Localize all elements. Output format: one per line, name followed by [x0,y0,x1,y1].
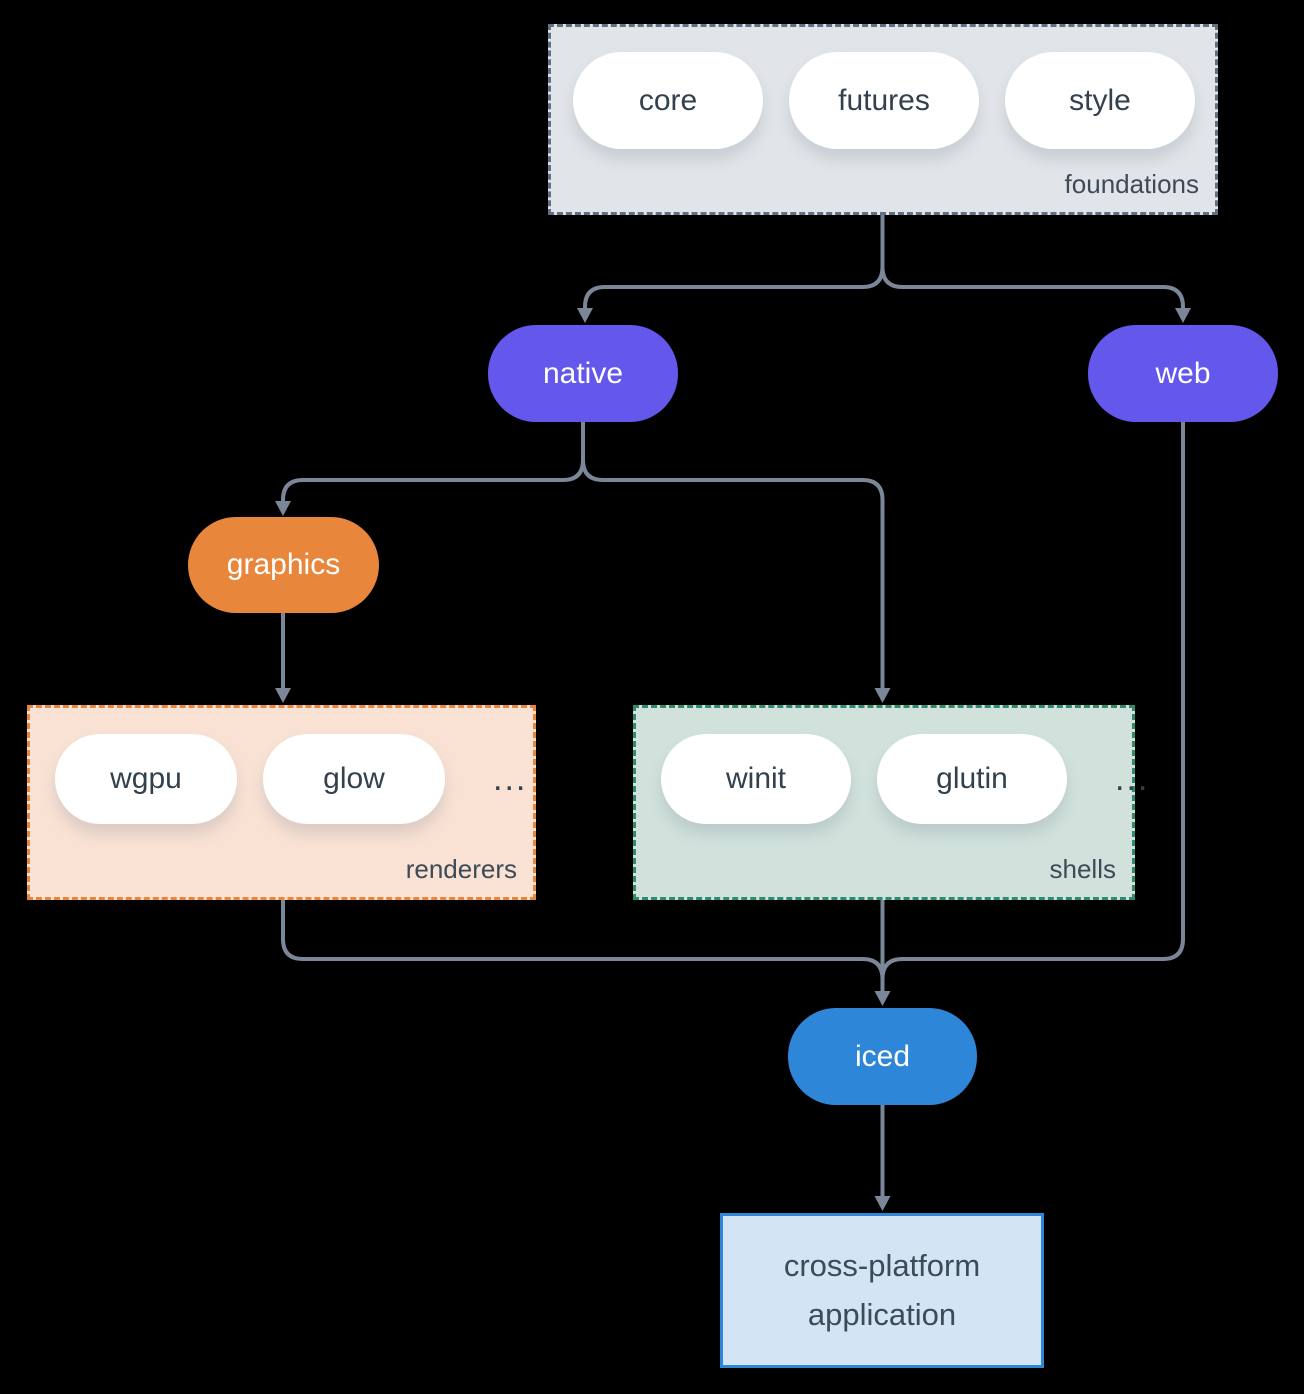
renderers-ellipsis: ... [493,759,528,798]
node-iced: iced [788,1008,977,1105]
connector-foundations-web [880,215,1185,310]
shells-group-box: winit glutin ... shells [633,705,1147,900]
arrowhead-graphics [275,501,291,516]
connector-renderers-iced [281,900,885,980]
node-web: web [1088,325,1278,422]
node-glow: glow [263,734,445,824]
arrowhead-shells [874,688,891,703]
node-winit: winit [661,734,851,824]
foundations-group-box: core futures style foundations [548,24,1218,215]
connector-foundations-native [583,215,885,310]
node-glutin: glutin [877,734,1067,824]
node-core: core [573,52,763,149]
arrowhead-native [577,308,593,323]
foundations-pill-row: core futures style [573,52,1195,149]
node-native: native [488,325,678,422]
renderers-group-label: renderers [405,854,517,884]
renderers-pill-row: wgpu glow ... [55,734,527,824]
node-futures: futures [789,52,979,149]
arrowhead-iced [874,991,891,1006]
shells-pill-row: winit glutin ... [661,734,1149,824]
arrowhead-web [1175,308,1191,323]
foundations-group-label: foundations [1064,169,1199,199]
connector-native-graphics [281,422,585,503]
renderers-group-box: wgpu glow ... renderers [27,705,536,900]
arrowhead-renderers [275,688,291,703]
connector-native-shells [581,422,885,690]
node-style: style [1005,52,1195,149]
connector-web-iced [880,422,1185,980]
node-graphics: graphics [188,517,379,613]
arrowhead-application [874,1196,891,1211]
shells-ellipsis: ... [1115,759,1150,798]
cross-platform-application-box: cross-platform application [720,1213,1044,1368]
node-wgpu: wgpu [55,734,237,824]
shells-group-label: shells [1049,854,1116,884]
